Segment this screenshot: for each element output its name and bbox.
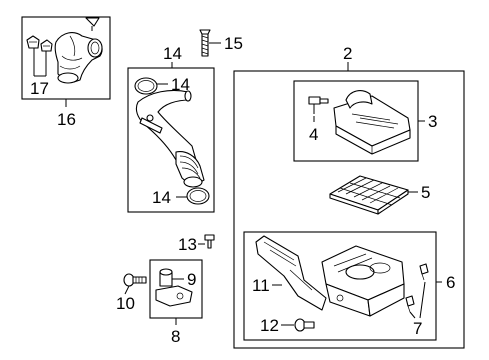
callout-2: 3 bbox=[428, 112, 437, 131]
clip-part-17-left bbox=[26, 35, 40, 49]
cap-part-16-top bbox=[85, 17, 100, 31]
callout-1: 2 bbox=[343, 44, 352, 63]
bracket-part-7 bbox=[155, 285, 193, 307]
leader-6-b bbox=[419, 281, 426, 319]
clip-part-6-right bbox=[419, 263, 429, 281]
callout-4: 5 bbox=[421, 183, 430, 202]
callout-14-bottom: 14 bbox=[152, 188, 171, 207]
callout-9: 10 bbox=[116, 294, 135, 313]
clamp-part-14-bottom bbox=[186, 187, 210, 205]
clip-part-17-right bbox=[40, 39, 53, 52]
callout-3: 4 bbox=[309, 125, 318, 144]
filter-element-part-4 bbox=[329, 175, 409, 215]
callout-11: 12 bbox=[260, 316, 279, 335]
callout-10: 11 bbox=[252, 276, 270, 295]
callout-16: 16 bbox=[57, 110, 76, 129]
callout-15: 15 bbox=[224, 34, 243, 53]
bolt-part-11 bbox=[294, 318, 315, 332]
intake-duct-part-13 bbox=[135, 89, 205, 188]
air-cleaner-housing-part-5 bbox=[321, 245, 405, 317]
callout-7: 8 bbox=[171, 327, 180, 346]
callout-13: 14 bbox=[163, 44, 182, 63]
clip-part-6-left bbox=[405, 295, 415, 313]
air-cleaner-cover-part-2 bbox=[333, 90, 411, 155]
group-box-5 bbox=[243, 231, 437, 341]
bolt-part-9 bbox=[123, 273, 147, 287]
stud-part-15 bbox=[199, 29, 211, 57]
leader-6-a bbox=[409, 311, 416, 319]
sensor-part-3 bbox=[308, 96, 329, 114]
callout-8: 9 bbox=[187, 270, 196, 289]
callout-12: 13 bbox=[178, 235, 197, 254]
callout-5: 6 bbox=[446, 273, 455, 292]
resonator-part-16 bbox=[54, 32, 103, 84]
callout-17: 17 bbox=[30, 79, 49, 98]
group-box-1 bbox=[233, 70, 465, 349]
inlet-duct-part-10 bbox=[255, 235, 327, 311]
leader-9 bbox=[124, 285, 130, 295]
group-box-13 bbox=[127, 67, 215, 213]
callout-6: 7 bbox=[413, 319, 422, 338]
callout-14-top: 14 bbox=[171, 75, 190, 94]
bolt-part-12 bbox=[204, 234, 215, 249]
grommet-part-8 bbox=[159, 268, 173, 287]
clamp-part-14-top bbox=[134, 77, 158, 95]
